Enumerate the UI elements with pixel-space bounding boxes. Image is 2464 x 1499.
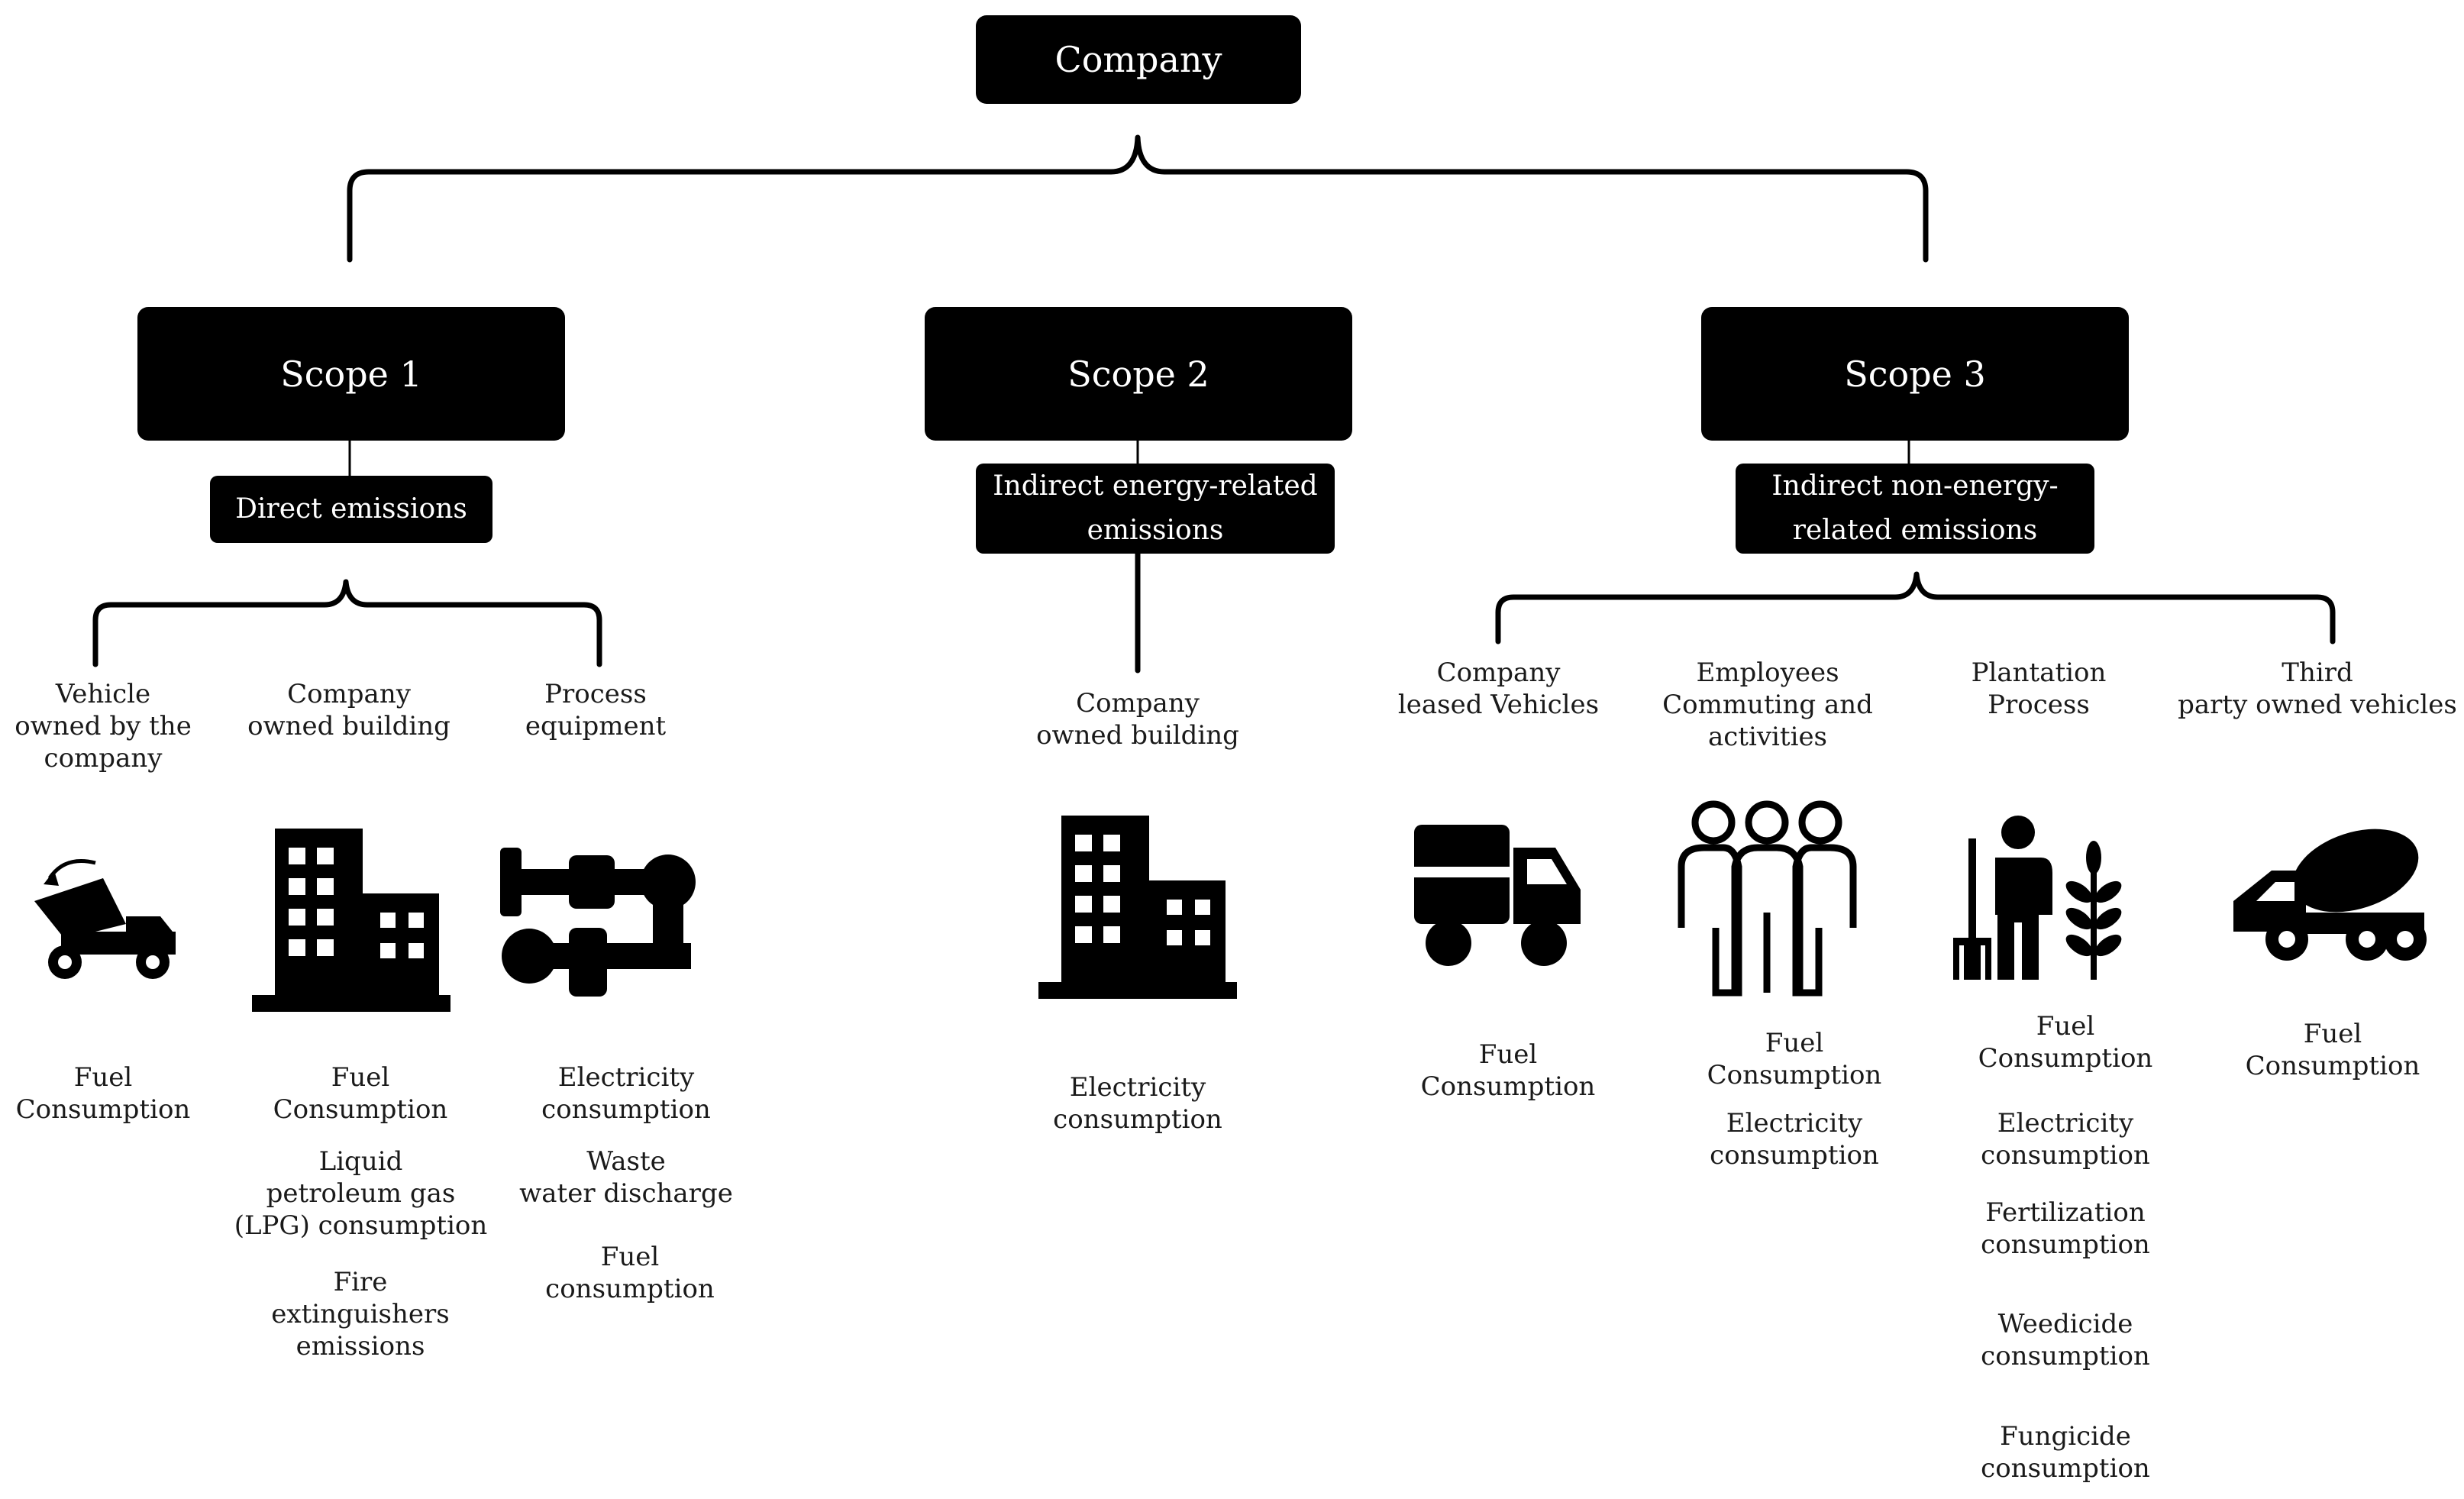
company-node: Company — [976, 15, 1301, 104]
consumption-item: Electricity consumption — [1710, 1108, 1879, 1171]
consumption-item: Fire extinguishers emissions — [271, 1267, 450, 1362]
source-label: Employees Commuting and activities — [1662, 657, 1873, 752]
consumption-item: Fertilization consumption — [1981, 1197, 2150, 1260]
source-label: Vehicle owned by the company — [15, 679, 192, 774]
scope1-subtitle: Direct emissions — [210, 476, 492, 543]
top-brace — [347, 134, 1929, 263]
source-label: Company leased Vehicles — [1397, 657, 1600, 720]
farmer-icon — [1953, 816, 2122, 980]
pipes-icon — [500, 848, 696, 997]
consumption-item: Fuel consumption — [545, 1242, 715, 1304]
source-label: Plantation Process — [1971, 657, 2107, 720]
source-label: Company owned building — [1036, 688, 1239, 751]
consumption-item: Fuel Consumption — [1707, 1028, 1882, 1090]
scope3-node: Scope 3 — [1701, 307, 2129, 441]
consumption-item: Fuel Consumption — [273, 1062, 448, 1125]
building-icon — [1038, 816, 1237, 999]
truck-icon — [1414, 825, 1581, 966]
consumption-item: Fuel Consumption — [2245, 1019, 2420, 1081]
mixer-truck-icon — [2233, 829, 2427, 961]
consumption-item: Fuel Consumption — [1978, 1011, 2153, 1074]
source-label: Process equipment — [525, 679, 667, 741]
consumption-item: Fungicide consumption — [1981, 1421, 2150, 1484]
consumption-item: Liquid petroleum gas (LPG) consumption — [234, 1146, 488, 1241]
consumption-item: Fuel Consumption — [1420, 1039, 1596, 1102]
scope1-brace — [92, 579, 602, 667]
consumption-item: Electricity consumption — [1981, 1108, 2150, 1171]
consumption-item: Waste water discharge — [519, 1146, 733, 1209]
scope3-brace — [1495, 571, 2336, 645]
consumption-item: Electricity consumption — [541, 1062, 711, 1125]
source-label: Third party owned vehicles — [2178, 657, 2457, 720]
scope2-subtitle: Indirect energy-related emissions — [976, 464, 1335, 554]
consumption-item: Electricity consumption — [1053, 1072, 1222, 1135]
dump-truck-icon — [34, 859, 176, 979]
consumption-item: Fuel Consumption — [15, 1062, 191, 1125]
scope2-node: Scope 2 — [925, 307, 1352, 441]
scope3-subtitle: Indirect non-energy- related emissions — [1736, 464, 2094, 554]
building-icon — [252, 829, 450, 1012]
source-label: Company owned building — [247, 679, 450, 741]
consumption-item: Weedicide consumption — [1981, 1309, 2150, 1371]
scope1-node: Scope 1 — [137, 307, 565, 441]
employees-icon — [1678, 800, 1857, 997]
